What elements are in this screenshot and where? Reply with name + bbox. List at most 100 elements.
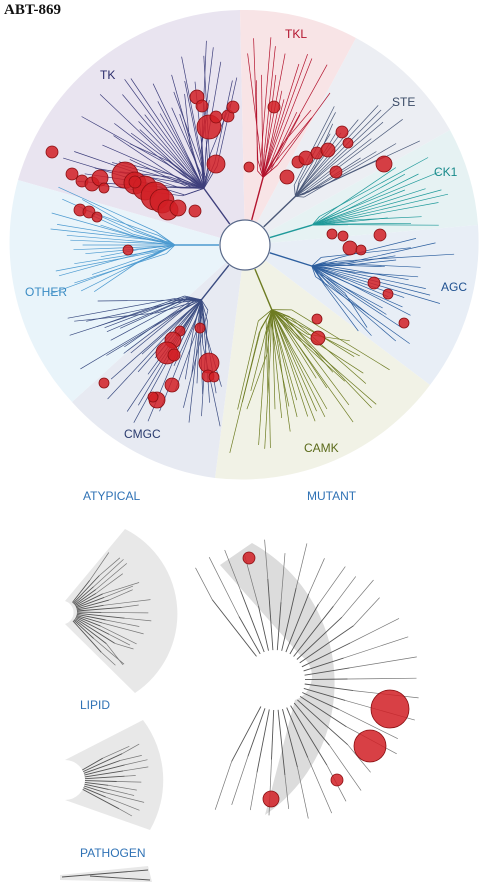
tree-branch	[51, 212, 132, 237]
mutant-inhibition-marker	[353, 729, 387, 763]
tree-branch	[344, 255, 396, 265]
tree-branch	[329, 284, 397, 342]
tree-branch	[181, 56, 203, 163]
tree-branch	[184, 188, 205, 196]
tree-branch	[311, 265, 326, 287]
subtree-branch	[76, 614, 103, 624]
tree-branch	[57, 224, 154, 241]
inhibition-marker	[335, 125, 349, 139]
subtree-branch	[84, 780, 117, 782]
tree-branch	[265, 320, 269, 394]
sector-ck1	[245, 130, 478, 245]
tree-branch	[263, 195, 296, 228]
subtree-branch	[108, 789, 135, 796]
inhibition-marker	[188, 204, 202, 218]
subtree-branch	[76, 604, 104, 611]
tree-branch	[291, 309, 390, 371]
tree-branch	[107, 311, 190, 400]
subtree-branch	[93, 559, 124, 587]
subtree-branch	[76, 612, 125, 619]
inhibition-marker	[298, 150, 314, 166]
subtree-branch	[84, 781, 109, 786]
tree-branch	[82, 199, 137, 231]
tree-branch	[266, 309, 273, 354]
tree-branch	[165, 244, 176, 250]
subtree-fan-lipid	[65, 720, 164, 830]
inhibition-marker	[65, 167, 79, 181]
subtree-branch	[84, 770, 124, 778]
subtree-branch	[304, 683, 354, 692]
subtree-branch	[124, 617, 152, 622]
tree-branch	[58, 186, 156, 232]
tree-branch	[74, 312, 158, 322]
tree-branch	[337, 253, 455, 262]
tree-branch	[130, 78, 197, 177]
subtree-branch	[108, 589, 133, 601]
tree-branch	[214, 80, 233, 163]
inhibition-marker	[243, 161, 255, 173]
subtree-branch	[284, 774, 290, 809]
subtree-branch	[95, 573, 124, 594]
tree-branch	[321, 247, 411, 258]
inhibition-marker	[373, 228, 387, 242]
tree-branch	[344, 259, 397, 266]
tree-branch	[311, 265, 348, 281]
tree-branch	[318, 264, 409, 281]
tree-branch	[74, 253, 167, 284]
subtree-branch	[72, 575, 100, 604]
tree-branch	[328, 270, 440, 304]
inhibition-marker	[208, 371, 220, 383]
tree-branch	[106, 311, 179, 356]
tree-branch	[325, 286, 359, 332]
group-label-ck1: CK1	[434, 165, 458, 179]
tree-branch	[74, 248, 167, 265]
tree-branch	[295, 185, 322, 197]
tree-branch	[181, 299, 202, 340]
tree-branch	[102, 144, 176, 178]
subtree-branch	[293, 702, 330, 746]
tree-branch	[318, 272, 383, 309]
tree-branch	[334, 167, 396, 210]
inhibition-marker	[375, 155, 393, 173]
tree-branch	[333, 171, 440, 216]
subtree-label-pathogen: PATHOGEN	[80, 846, 146, 860]
tree-branch	[171, 299, 202, 304]
subtree-branch	[289, 604, 319, 655]
subtree-branch	[118, 808, 133, 817]
tree-branch	[295, 187, 309, 197]
subtree-branch	[102, 622, 144, 635]
subtree-label-mutant: MUTANT	[307, 489, 357, 503]
tree-branch	[175, 176, 205, 189]
mutant-inhibition-marker	[330, 773, 344, 787]
subtree-branch	[114, 642, 134, 650]
tree-branch	[342, 202, 439, 221]
tree-branch	[262, 164, 278, 178]
subtree-branch	[347, 744, 371, 773]
subtree-branch	[307, 757, 333, 814]
subtree-branch	[333, 576, 357, 607]
subtree-branch	[89, 875, 151, 881]
tree-branch	[277, 92, 331, 166]
subtree-branch	[299, 696, 347, 728]
tree-branch	[191, 325, 199, 375]
subtree-branch	[76, 606, 122, 612]
tree-branch	[189, 145, 205, 189]
inhibition-marker	[320, 142, 336, 158]
group-label-tkl: TKL	[285, 27, 307, 41]
subtree-branch	[350, 618, 400, 644]
tree-branch	[291, 346, 328, 410]
tree-branch	[171, 74, 195, 157]
subtree-branch	[103, 599, 151, 606]
subtree-branch	[74, 589, 97, 606]
tree-branch	[66, 234, 153, 243]
tree-branch	[203, 147, 207, 189]
subtree-branch	[247, 708, 266, 757]
tree-branch	[311, 208, 335, 226]
group-label-cmgc: CMGC	[124, 427, 161, 441]
tree-branch	[338, 193, 449, 220]
tree-branch	[273, 336, 283, 419]
subtree-branch	[84, 775, 125, 780]
subtree-branch	[120, 755, 142, 761]
sector-tk	[18, 10, 245, 245]
inhibition-marker	[122, 244, 134, 256]
